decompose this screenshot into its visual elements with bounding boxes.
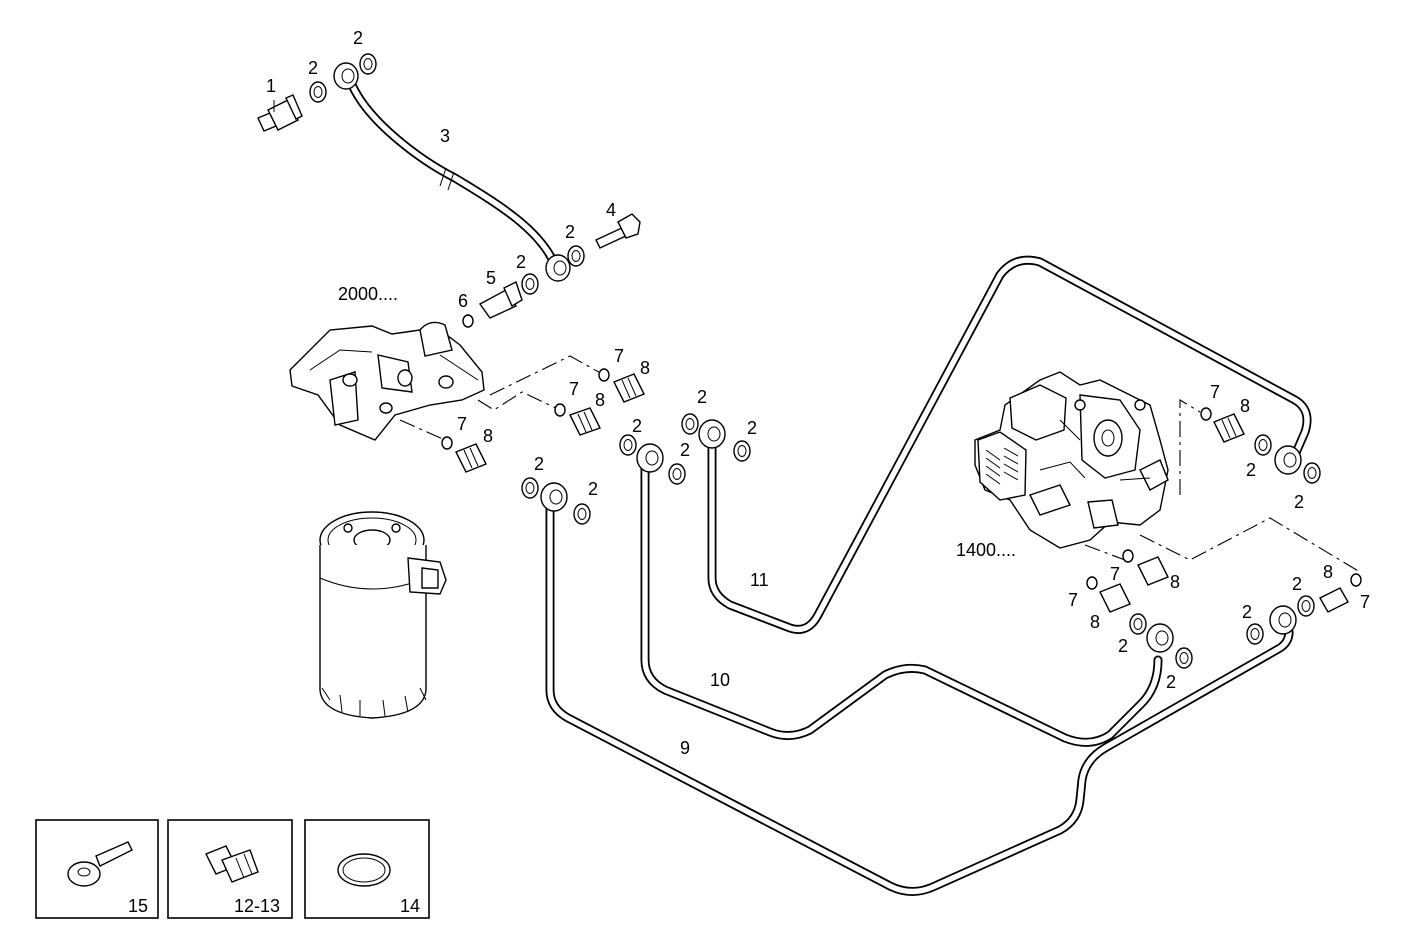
inset-oring-14: 14 [304, 819, 430, 919]
label-10: 10 [710, 670, 730, 690]
center-line-a [489, 355, 605, 396]
label-2-o: 2 [1242, 602, 1252, 622]
label-2-p: 2 [1292, 574, 1302, 594]
washer-group-top [309, 53, 377, 103]
label-5: 5 [486, 268, 496, 288]
center-line-e [1139, 517, 1361, 573]
label-2-i: 2 [534, 454, 544, 474]
label-2-c: 2 [565, 222, 575, 242]
label-2-k: 2 [1246, 460, 1256, 480]
label-8-d: 8 [1240, 396, 1250, 416]
inset-label-15: 15 [128, 896, 148, 916]
pump-fittings-right [1086, 407, 1362, 669]
label-7-f: 7 [1068, 590, 1078, 610]
pipe-9 [545, 500, 1294, 896]
inset-banjo-15: 15 [35, 819, 159, 919]
label-4: 4 [606, 200, 616, 220]
label-8-f: 8 [1090, 612, 1100, 632]
part-labels: 1 2 2 3 4 2 2 5 6 2000.... 7 8 7 8 7 8 2… [266, 28, 1370, 758]
center-line-d [1179, 399, 1201, 495]
label-7-g: 7 [1360, 592, 1370, 612]
label-1: 1 [266, 76, 276, 96]
inset-connector-12-13: 12-13 [167, 819, 293, 919]
center-line-f [1084, 544, 1126, 561]
label-2-e: 2 [697, 387, 707, 407]
part-5-fitting [462, 281, 523, 328]
ref-pump: 1400.... [956, 540, 1016, 560]
label-8-b: 8 [595, 390, 605, 410]
label-9: 9 [680, 738, 690, 758]
label-7-a: 7 [614, 346, 624, 366]
center-line-b [477, 391, 561, 411]
label-7-c: 7 [457, 414, 467, 434]
label-8-g: 8 [1323, 562, 1333, 582]
pipe-3 [345, 75, 560, 270]
part-1-valve [257, 94, 303, 132]
inset-label-14: 14 [400, 896, 420, 916]
label-2-a: 2 [308, 58, 318, 78]
filter-cartridge [319, 511, 447, 719]
inset-label-12-13: 12-13 [234, 896, 280, 916]
banjo-fittings-left [521, 413, 751, 525]
banjo-3-end [521, 245, 585, 295]
label-8-c: 8 [483, 426, 493, 446]
label-6: 6 [458, 291, 468, 311]
filter-head [289, 321, 485, 441]
label-7-e: 7 [1110, 564, 1120, 584]
label-2-h: 2 [680, 440, 690, 460]
center-line-c [399, 419, 446, 441]
label-2-d: 2 [516, 252, 526, 272]
label-7-b: 7 [569, 379, 579, 399]
label-8-e: 8 [1170, 572, 1180, 592]
ref-filter-head: 2000.... [338, 284, 398, 304]
label-2-m: 2 [1118, 636, 1128, 656]
label-2-f: 2 [747, 418, 757, 438]
label-2-l: 2 [1294, 492, 1304, 512]
label-2-n: 2 [1166, 672, 1176, 692]
label-8-a: 8 [640, 358, 650, 378]
label-2-j: 2 [588, 479, 598, 499]
pipe-10 [640, 455, 1163, 747]
label-11: 11 [750, 570, 769, 590]
part-4-bolt [595, 213, 641, 249]
label-7-d: 7 [1210, 382, 1220, 402]
connector-set-upper [441, 368, 645, 473]
label-2-g: 2 [632, 416, 642, 436]
high-pressure-pump [974, 371, 1169, 549]
pipe-11 [707, 255, 1312, 634]
label-3: 3 [440, 126, 450, 146]
label-2-b: 2 [353, 28, 363, 48]
